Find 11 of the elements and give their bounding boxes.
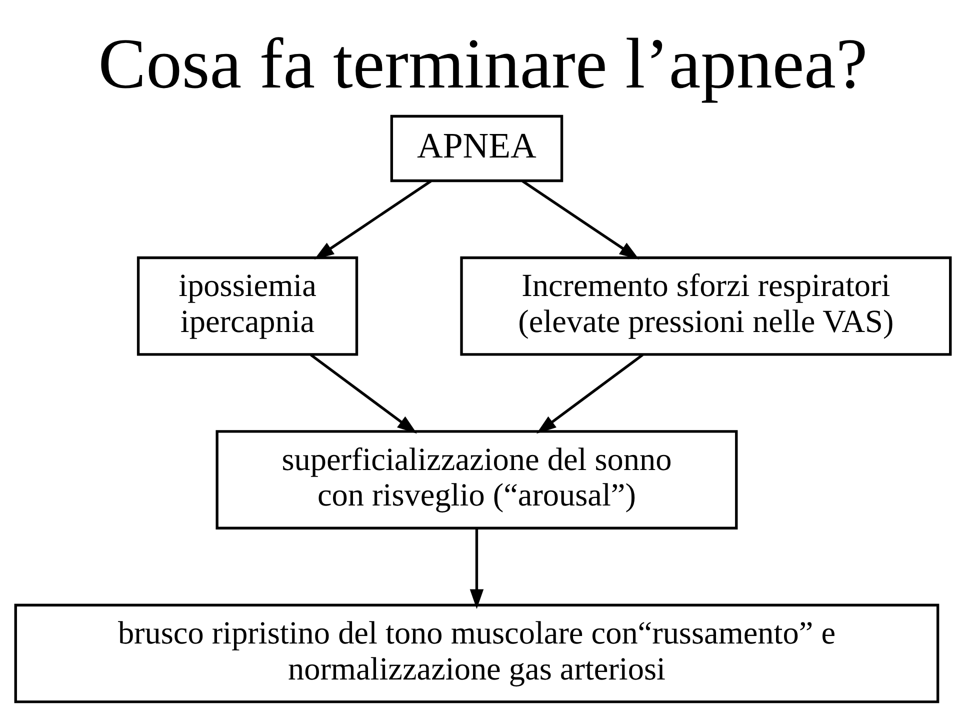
arrow	[536, 354, 644, 434]
node-box: ipossiemia ipercapnia	[136, 256, 358, 356]
arrow	[522, 180, 640, 260]
node-box: superficializzazione del sonno con risveglio (“arousal”)	[216, 430, 738, 530]
arrow	[314, 180, 432, 260]
node-box: brusco ripristino del tono muscolare con“russamento” e normalizzazione gas arteriosi	[14, 604, 940, 704]
arrow	[470, 528, 484, 609]
arrow	[310, 354, 417, 434]
diagram-title: Cosa fa terminare l’apnea?	[98, 24, 868, 104]
node-box: APNEA	[390, 114, 564, 182]
node-box: Incremento sforzi respiratori (elevate pressioni nelle VAS)	[460, 256, 952, 356]
